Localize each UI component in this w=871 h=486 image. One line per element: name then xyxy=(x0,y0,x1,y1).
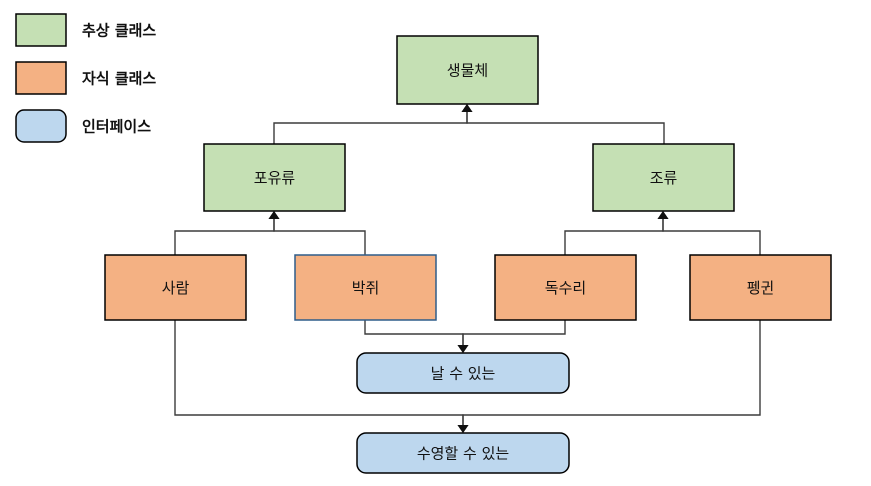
node-birds[interactable]: 조류 xyxy=(592,143,735,212)
connector-line xyxy=(273,217,366,255)
node-mammals[interactable]: 포유류 xyxy=(203,143,346,212)
legend-item-child-class: 자식 클래스 xyxy=(15,61,156,95)
legend-swatch xyxy=(15,61,67,95)
connector-line xyxy=(462,320,566,347)
node-penguin[interactable]: 펭귄 xyxy=(689,254,832,321)
arrow-head-icon xyxy=(657,211,669,219)
arrow-head-icon xyxy=(457,425,469,433)
legend-swatch xyxy=(15,109,67,143)
legend-label: 자식 클래스 xyxy=(82,70,156,88)
connector-bat-to-mammals xyxy=(268,211,366,255)
node-box[interactable] xyxy=(356,432,570,474)
connector-line xyxy=(364,320,464,347)
node-bat[interactable]: 박쥐 xyxy=(294,254,437,321)
connector-human-to-mammals xyxy=(174,211,280,255)
arrow-head-icon xyxy=(461,104,473,112)
node-box[interactable] xyxy=(104,254,247,321)
node-can-fly[interactable]: 날 수 있는 xyxy=(356,352,570,394)
arrow-head-icon xyxy=(268,211,280,219)
node-human[interactable]: 사람 xyxy=(104,254,247,321)
legend-label: 추상 클래스 xyxy=(82,22,156,40)
connector-eagle-to-can-fly xyxy=(457,320,566,353)
node-box[interactable] xyxy=(356,352,570,394)
connector-layer xyxy=(174,104,761,433)
connector-birds-to-organism xyxy=(461,104,665,144)
connector-line xyxy=(273,110,468,144)
node-box[interactable] xyxy=(494,254,637,321)
connector-line xyxy=(466,110,665,144)
connector-mammals-to-organism xyxy=(273,104,473,144)
connector-line xyxy=(662,217,761,255)
node-eagle[interactable]: 독수리 xyxy=(494,254,637,321)
node-organism[interactable]: 생물체 xyxy=(396,35,539,105)
node-box[interactable] xyxy=(396,35,539,105)
connector-penguin-to-can-swim xyxy=(457,320,761,433)
node-can-swim[interactable]: 수영할 수 있는 xyxy=(356,432,570,474)
connector-line xyxy=(462,320,761,427)
legend-swatch xyxy=(15,13,67,47)
node-box[interactable] xyxy=(203,143,346,212)
legend-label: 인터페이스 xyxy=(82,118,151,136)
connector-penguin-to-birds xyxy=(657,211,761,255)
connector-line xyxy=(174,217,275,255)
legend-item-interface: 인터페이스 xyxy=(15,109,151,143)
connector-bat-to-can-fly xyxy=(364,320,469,353)
connector-eagle-to-birds xyxy=(564,211,669,255)
node-box[interactable] xyxy=(294,254,437,321)
node-box[interactable] xyxy=(592,143,735,212)
legend-item-abstract-class: 추상 클래스 xyxy=(15,13,156,47)
node-box[interactable] xyxy=(689,254,832,321)
connector-line xyxy=(564,217,664,255)
arrow-head-icon xyxy=(457,345,469,353)
